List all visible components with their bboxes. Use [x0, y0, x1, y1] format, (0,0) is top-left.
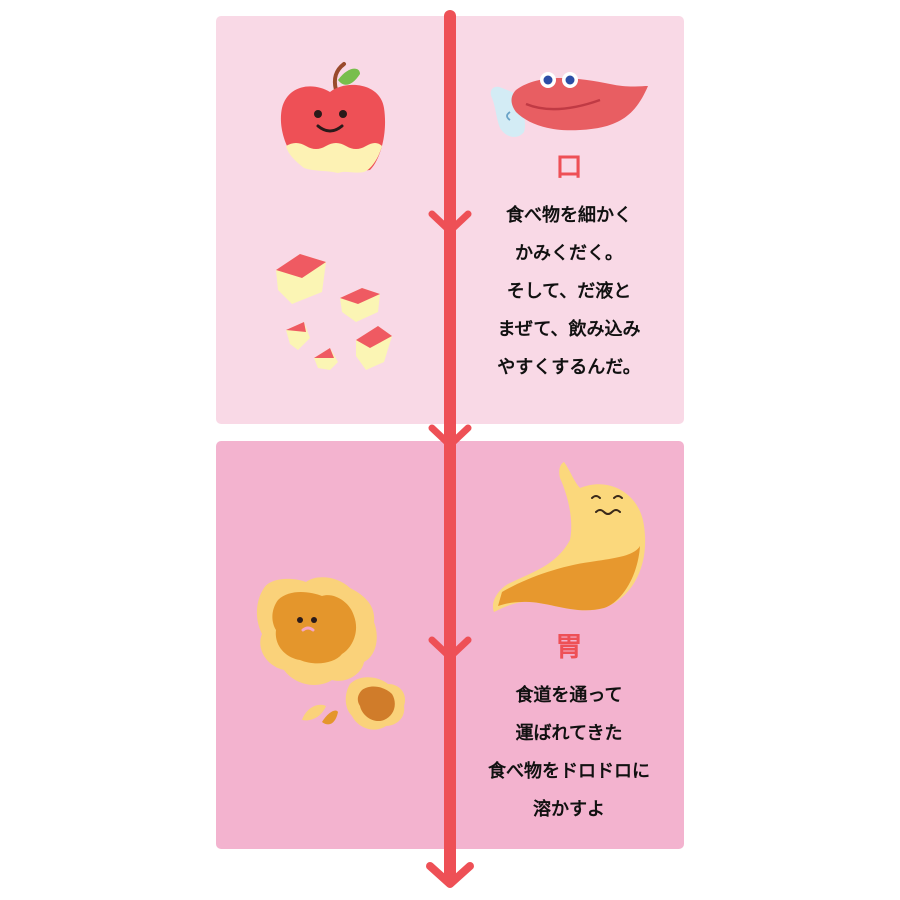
description-line: 食べ物を細かく [506, 205, 632, 226]
description-line: 食道を通って [515, 685, 623, 706]
organ-description-stomach: 食道を通って 運ばれてきた 食べ物をドロドロに 溶かすよ [460, 677, 678, 829]
apple-pieces-illustration [276, 254, 392, 370]
apple-illustration [280, 62, 386, 173]
digested-food-illustration [256, 577, 406, 730]
description-line: まぜて、飲み込み [497, 319, 641, 340]
mouth-character-icon [490, 72, 648, 137]
description-line: 溶かすよ [533, 799, 605, 820]
stomach-character-icon [492, 462, 646, 612]
description-line: やすくするんだ。 [497, 357, 641, 378]
organ-description-mouth: 食べ物を細かく かみくだく。 そして、だ液と まぜて、飲み込み やすくするんだ。 [460, 197, 678, 387]
organ-name-stomach: 胃 [555, 632, 583, 663]
description-line: 食べ物をドロドロに [488, 761, 650, 782]
organ-name-mouth: 口 [555, 152, 583, 183]
description-line: 運ばれてきた [515, 723, 623, 744]
description-line: かみくだく。 [515, 243, 623, 264]
description-line: そして、だ液と [506, 281, 632, 302]
flow-arrow [426, 10, 474, 888]
